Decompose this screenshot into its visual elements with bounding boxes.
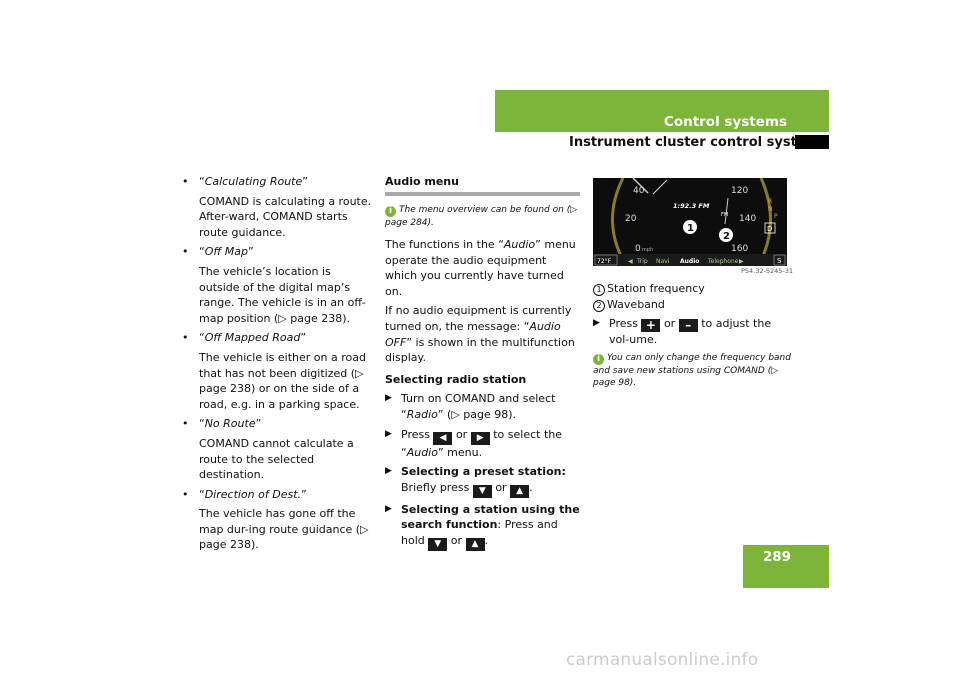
tick-0: 0	[635, 244, 641, 254]
frequency-readout: 1:92.3 FM	[673, 202, 710, 210]
step: ▶Press + or – to adjust the vol-ume.	[593, 317, 772, 347]
svg-text:P: P	[774, 213, 778, 220]
step: ▶Press ◀ or ▶ to select the “Audio” menu…	[385, 427, 562, 459]
arrow-icon: ▶	[385, 428, 392, 439]
item-desc: COMAND cannot calculate a route to the s…	[199, 436, 354, 482]
item-desc: COMAND is calculating a route. After-war…	[199, 194, 372, 239]
menu-trip: Trip	[636, 258, 648, 265]
speed-unit: mph	[642, 247, 653, 253]
list-item: •“Calculating Route”	[182, 175, 308, 188]
svg-text:1: 1	[687, 223, 694, 234]
svg-text:N: N	[768, 206, 773, 213]
section-title: Control systems	[663, 114, 787, 130]
callout-1-icon: 1	[593, 284, 605, 296]
arrow-icon: ▶	[385, 503, 392, 514]
mode-indicator: S	[777, 257, 782, 265]
info-icon: i	[593, 353, 604, 365]
heading-rule	[385, 191, 580, 196]
list-item: •“No Route”	[182, 417, 262, 431]
svg-text:◀: ◀	[628, 258, 633, 265]
callout-2-icon: 2	[593, 299, 605, 312]
tick-140: 140	[739, 214, 756, 224]
subsection-title: Instrument cluster control system	[569, 135, 820, 150]
menu-navi: Navi	[656, 258, 670, 265]
audio-menu-heading: Audio menu	[385, 175, 459, 188]
band-readout: FM	[721, 212, 728, 218]
step: ▶Selecting a preset station: Briefly pre…	[385, 465, 566, 498]
page-number-box: 289	[743, 545, 829, 588]
menu-telephone: Telephone	[707, 258, 739, 265]
column-1: •“Calculating Route” COMAND is calculati…	[182, 174, 374, 557]
arrow-icon: ▶	[593, 318, 600, 329]
tick-160: 160	[731, 244, 748, 254]
item-desc: The vehicle’s location is outside of the…	[199, 264, 366, 325]
down-key-icon: ▼	[472, 484, 492, 498]
watermark: carmanualsonline.info	[566, 650, 759, 670]
info-icon: i	[385, 205, 396, 217]
up-key-icon: ▲	[510, 484, 530, 498]
list-item: •“Direction of Dest.”	[182, 487, 307, 501]
plus-key-icon: +	[641, 319, 661, 333]
list-item: •“Off Mapped Road”	[182, 331, 307, 345]
header-bar: Control systems	[495, 90, 829, 132]
svg-text:D: D	[767, 225, 772, 233]
tick-20: 20	[625, 214, 637, 224]
step: ▶Turn on COMAND and select “Radio” (▷ pa…	[385, 392, 556, 422]
svg-text:2: 2	[723, 231, 730, 242]
menu-audio: Audio	[680, 258, 699, 265]
arrow-icon: ▶	[385, 466, 392, 477]
instrument-cluster-image: 40 20 0 mph 120 140 160 1:92.3 FM FM 1 2…	[593, 178, 787, 266]
temperature: 72°F	[597, 258, 612, 265]
item-desc: The vehicle has gone off the map dur-ing…	[199, 507, 369, 552]
tick-40: 40	[633, 186, 645, 196]
image-caption: P54.32-5245-31	[741, 267, 794, 275]
header-marker	[795, 135, 829, 149]
left-key-icon: ◀	[433, 431, 453, 445]
item-desc: The vehicle is either on a road that has…	[199, 350, 366, 411]
paragraph: If no audio equipment is currently turne…	[385, 304, 575, 365]
down-key-icon: ▼	[428, 538, 448, 551]
list-item: •“Off Map”	[182, 245, 254, 259]
tick-120: 120	[731, 186, 748, 196]
page-number: 289	[762, 549, 791, 565]
up-key-icon: ▲	[465, 538, 485, 551]
right-key-icon: ▶	[470, 431, 490, 445]
paragraph: The functions in the “Audio” menu operat…	[385, 238, 576, 298]
minus-key-icon: –	[678, 319, 698, 333]
step: ▶Selecting a station using the search fu…	[385, 502, 580, 551]
svg-text:▶: ▶	[739, 258, 744, 265]
svg-text:R: R	[768, 198, 772, 205]
subheading: Selecting radio station	[385, 372, 527, 386]
arrow-icon: ▶	[385, 393, 392, 404]
